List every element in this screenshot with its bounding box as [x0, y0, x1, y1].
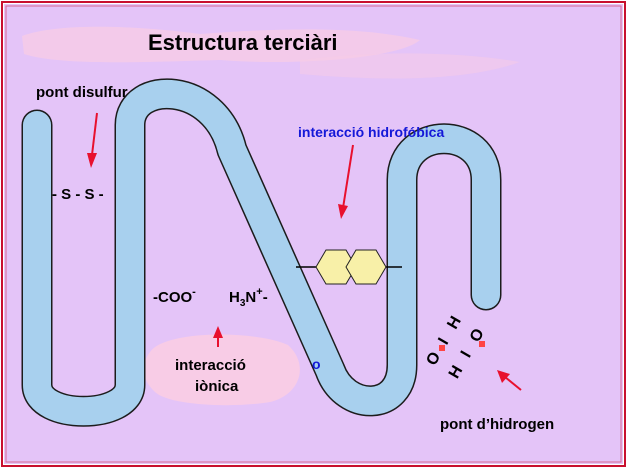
- upper-cloud: [300, 53, 520, 79]
- ionic-label-cloud: [143, 334, 300, 406]
- amine-subscript: 3: [240, 298, 246, 309]
- title: Estructura terciàri: [148, 30, 338, 55]
- protein-chain: [23, 79, 500, 426]
- label-hydrogen-bond: pont d’hidrogen: [440, 416, 554, 433]
- inner-frame: [5, 5, 622, 463]
- arrows: [87, 112, 522, 391]
- ionic-carboxylate: -COO-: [153, 286, 196, 306]
- label-disulfide-bridge: pont disulfur: [36, 84, 128, 101]
- label-ionic-line1: interacció: [175, 357, 246, 374]
- amine-charge: +: [256, 286, 262, 298]
- label-ionic-line2: iònica: [195, 378, 239, 395]
- hexagon-ring-right: [345, 249, 387, 285]
- label-hydrophobic-interaction: interacció hidrofóbica: [298, 124, 444, 140]
- arrow-hbond-head: [497, 370, 510, 383]
- arrow-hydrophobic-head: [338, 204, 348, 219]
- arrow-disulfide-head: [87, 153, 97, 168]
- carboxylate-text: -COO: [153, 289, 192, 306]
- amine-tail: -: [263, 289, 268, 306]
- hbond-dot-right: [479, 341, 485, 347]
- arrow-hydrophobic: [342, 144, 354, 209]
- small-o-mark: o: [312, 356, 321, 372]
- amine-suffix: N: [245, 289, 256, 306]
- carboxylate-charge: -: [192, 286, 196, 298]
- arrow-disulfide: [91, 112, 98, 156]
- hbond-dot-left: [439, 345, 445, 351]
- ionic-amine: H3N+-: [229, 286, 268, 309]
- arrow-ionic-head: [213, 326, 223, 338]
- background-panel: [4, 4, 623, 464]
- disulfide-bond: - S - S -: [52, 186, 104, 203]
- arrow-hbond: [504, 376, 522, 391]
- amine-prefix: H: [229, 289, 240, 306]
- title-cloud: [22, 26, 420, 63]
